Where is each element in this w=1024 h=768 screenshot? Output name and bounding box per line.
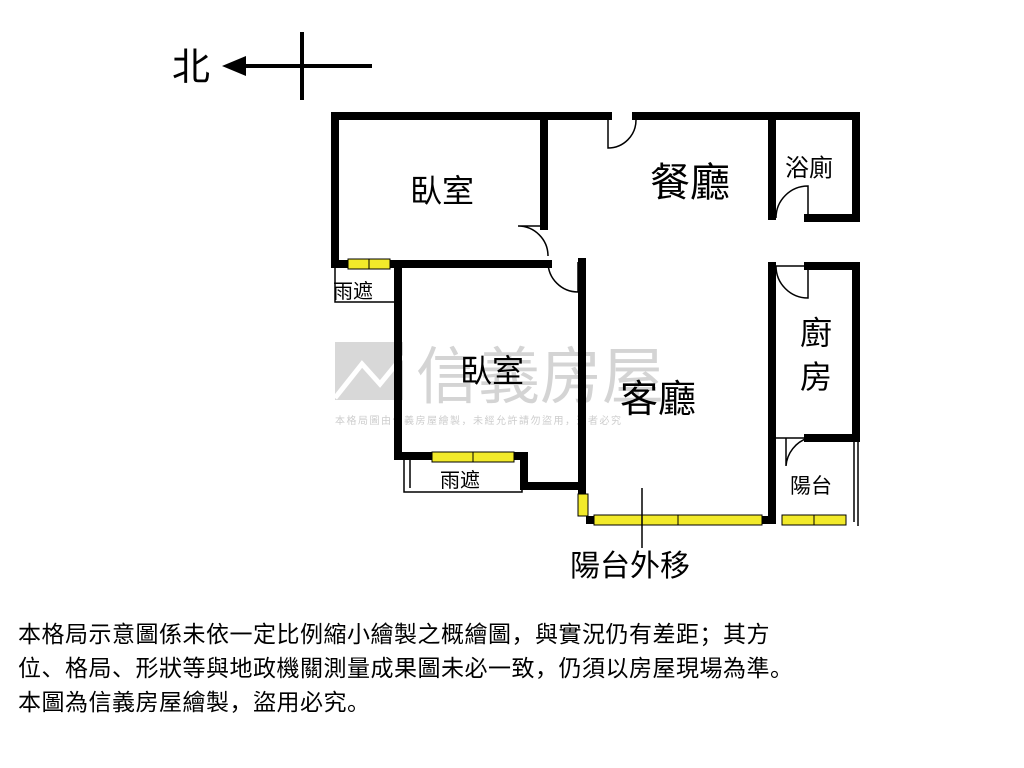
bedroom1-door — [517, 225, 549, 257]
doors — [517, 116, 809, 467]
label-living: 客廳 — [620, 377, 696, 421]
bedroom2-door — [547, 261, 579, 293]
svg-text:廚: 廚 — [800, 314, 832, 352]
label-awning-1: 雨遮 — [333, 279, 373, 303]
disclaimer-line-2: 位、格局、形狀等與地政機關測量成果圖未必一致，仍須以房屋現場為準。 — [18, 656, 794, 682]
floor-plan: 北 信義房屋 本格局圖由信義房屋繪製，未經允許請勿盜用，違者必究 — [172, 32, 860, 584]
disclaimer-line-1: 本格局示意圖係未依一定比例縮小繪製之概繪圖，與實況仍有差距；其方 — [18, 622, 770, 648]
label-bedroom-2: 臥室 — [460, 352, 524, 390]
watermark-brand: 信義房屋 — [416, 340, 664, 413]
windows — [347, 258, 847, 526]
label-balcony: 陽台 — [790, 474, 832, 498]
svg-text:房: 房 — [800, 358, 832, 396]
disclaimer-line-3: 本圖為信義房屋繪製，盜用必究。 — [18, 690, 371, 716]
bathroom-door — [775, 185, 809, 219]
label-awning-2: 雨遮 — [440, 468, 480, 492]
window-living-side — [577, 493, 589, 517]
balcony-door — [776, 437, 809, 467]
label-balcony-outward: 陽台外移 — [570, 549, 690, 584]
kitchen-door — [775, 265, 809, 299]
label-kitchen: 廚 房 — [800, 314, 832, 396]
watermark-notice: 本格局圖由信義房屋繪製，未經允許請勿盜用，違者必究 — [335, 414, 623, 427]
label-bedroom-1: 臥室 — [410, 172, 474, 210]
entrance-door — [607, 116, 637, 149]
watermark: 信義房屋 本格局圖由信義房屋繪製，未經允許請勿盜用，違者必究 — [333, 340, 664, 427]
north-label: 北 — [172, 45, 210, 89]
disclaimer: 本格局示意圖係未依一定比例縮小繪製之概繪圖，與實況仍有差距；其方 位、格局、形狀… — [18, 618, 1008, 720]
north-arrow — [222, 32, 372, 100]
label-dining: 餐廳 — [650, 160, 730, 206]
label-bathroom: 浴廁 — [785, 154, 833, 182]
